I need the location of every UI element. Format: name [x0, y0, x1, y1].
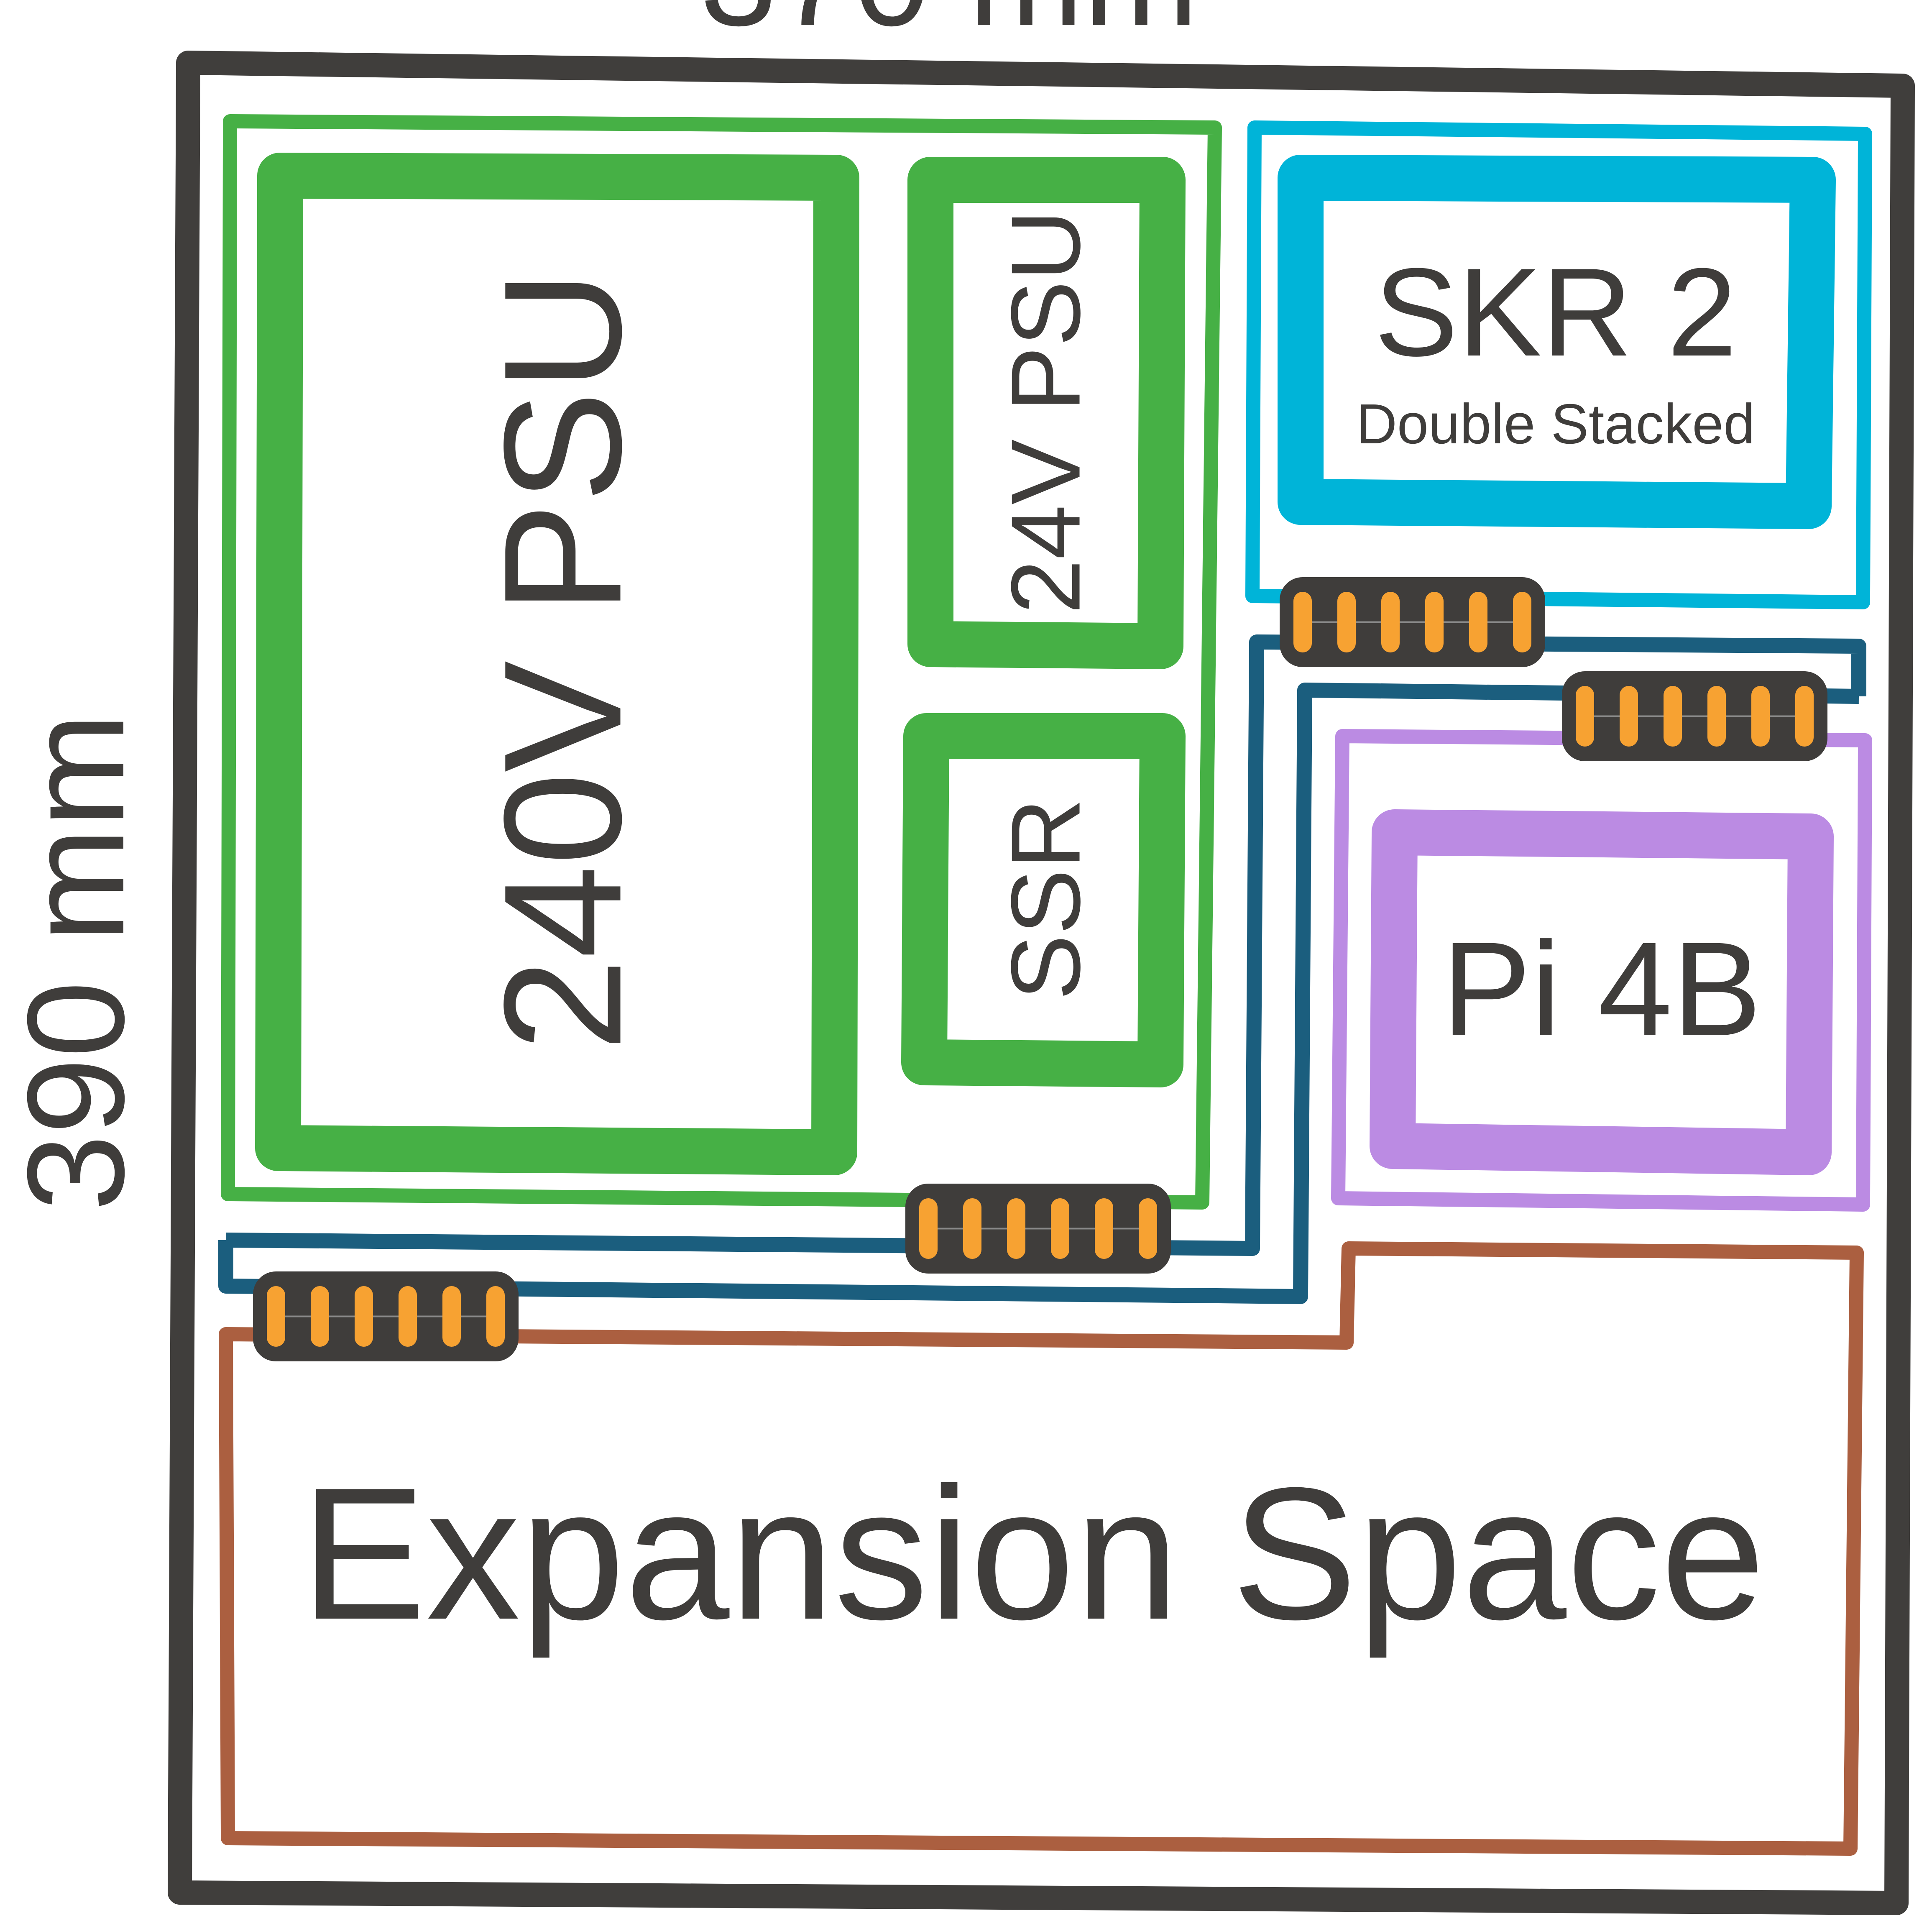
connector-pin [1139, 1198, 1157, 1259]
psu-240v-label: 240V PSU [469, 270, 656, 1051]
height-dimension-label: 390 mm [0, 713, 153, 1211]
connector-pin [1051, 1198, 1069, 1259]
psu-240v-block: 240V PSU [255, 153, 859, 1175]
connector-pin [1513, 592, 1531, 652]
psu-24v-label: 24V PSU [991, 210, 1101, 614]
connector-skr2 [1280, 577, 1545, 667]
connector-pi [1562, 671, 1827, 761]
connector-pin [1795, 686, 1814, 747]
connector-pin [919, 1198, 938, 1259]
skr2-block: SKR 2 Double Stacked [1278, 155, 1836, 529]
connector-pin [1095, 1198, 1113, 1259]
width-dimension-label: 370 mm [700, 0, 1199, 54]
ssr-box [901, 713, 1186, 1087]
skr2-label: SKR 2 [1374, 242, 1737, 382]
connector-pin [267, 1286, 285, 1347]
connector-pin [355, 1286, 373, 1347]
connector-pin [1707, 686, 1726, 747]
power-zone-outline [221, 114, 1222, 1210]
skr2-sublabel: Double Stacked [1356, 392, 1755, 455]
psu-240v-box [255, 153, 859, 1175]
ssr-block: SSR [901, 713, 1186, 1087]
connectors-layer [253, 577, 1827, 1361]
enclosure-outline [168, 51, 1915, 1915]
connector-pin [963, 1198, 981, 1259]
connector-pin [1293, 592, 1312, 652]
pi4b-block: Pi 4B [1370, 809, 1834, 1175]
cable-route-inner [218, 683, 1859, 1304]
connector-pin [1381, 592, 1400, 652]
psu-24v-block: 24V PSU [907, 157, 1186, 669]
controller-zone-outline [1245, 120, 1872, 609]
pi4b-box [1370, 809, 1834, 1175]
expansion-zone-outline [219, 1241, 1864, 1856]
skr2-box [1278, 155, 1836, 529]
connector-expansion [253, 1271, 519, 1361]
connector-pin [311, 1286, 329, 1347]
pi4b-label: Pi 4B [1442, 914, 1762, 1064]
expansion-label: Expansion Space [301, 1449, 1765, 1660]
connector-pin [486, 1286, 505, 1347]
connector-power [905, 1184, 1171, 1274]
connector-pin [1469, 592, 1487, 652]
connector-pin [1576, 686, 1594, 747]
connector-pin [1007, 1198, 1025, 1259]
connector-pin [399, 1286, 417, 1347]
connector-pin [1425, 592, 1444, 652]
connector-pin [1751, 686, 1770, 747]
connector-pin [442, 1286, 461, 1347]
connector-pin [1664, 686, 1682, 747]
connector-pin [1620, 686, 1638, 747]
ssr-label: SSR [991, 798, 1101, 1000]
connector-pin [1337, 592, 1356, 652]
psu-24v-box [907, 157, 1186, 669]
